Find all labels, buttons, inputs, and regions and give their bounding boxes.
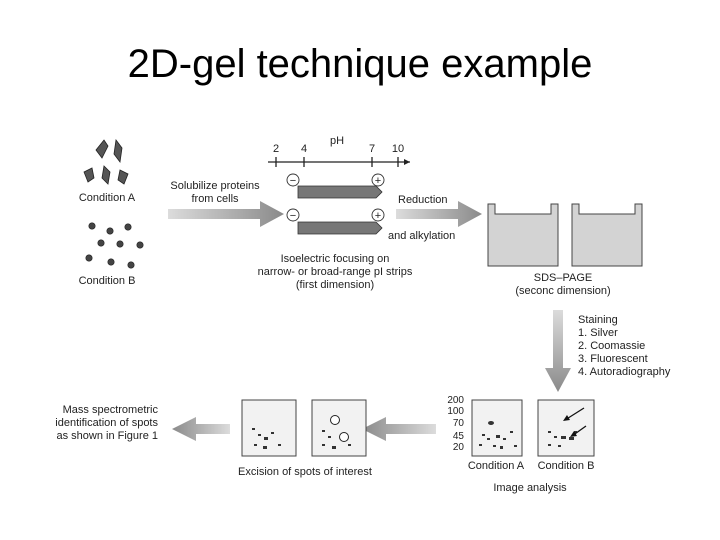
excision-caption: Excision of spots of interest [238,466,372,478]
condition-a-label: Condition A [78,192,136,204]
ph-tick-4: 4 [300,143,308,155]
mw-tick: 70 [452,418,464,429]
reduction-label: Reduction [398,194,448,206]
image-analysis-gel-b [537,399,595,457]
ief-caption: Isoelectric focusing on narrow- or broad… [257,253,413,291]
image-analysis-caption: Image analysis [493,482,567,494]
ph-tick-2: 2 [272,143,280,155]
condition-b-cells [85,222,144,269]
arrow-to-mass-spec [172,417,230,441]
alkylation-label: and alkylation [388,230,456,242]
arrow-to-ief [168,201,284,227]
condition-b-label: Condition B [78,275,136,287]
staining-list: Staining 1. Silver 2. Coomassie 3. Fluor… [578,314,671,378]
ph-axis-label: pH [329,135,345,147]
ph-tick-10: 10 [391,143,405,155]
mw-tick: 100 [447,405,464,417]
mass-spec-caption: Mass spectrometric identification of spo… [55,404,158,442]
mw-tick: 45 [452,430,464,442]
mw-tick: 200 [447,395,464,406]
ph-scale [268,157,410,167]
mw-tick: 20 [452,442,464,453]
image-analysis-gel-a [471,399,523,457]
excision-gel-1 [241,399,297,457]
mw-axis: 200 100 70 45 20 [434,395,464,454]
arrow-to-sds-page [396,201,482,227]
arrow-to-excision [362,417,436,441]
condition-a-cells [83,138,129,185]
strip2-plus: + [375,210,381,222]
slide-title: 2D-gel technique example [127,42,593,86]
arrow-staining-down [545,310,571,392]
sds-page-caption: SDS–PAGE (seconc dimension) [515,272,611,297]
ph-tick-7: 7 [368,143,376,155]
image-analysis-cond-b: Condition B [537,460,595,472]
strip1-minus: − [290,175,296,187]
excision-gel-2 [311,399,367,457]
sds-page-gels [487,203,643,267]
strip1-plus: + [375,175,381,187]
strip2-minus: − [290,210,296,222]
ief-strips [286,173,385,235]
solubilize-label: Solubilize proteins from cells [170,180,260,205]
image-analysis-cond-a: Condition A [467,460,525,472]
